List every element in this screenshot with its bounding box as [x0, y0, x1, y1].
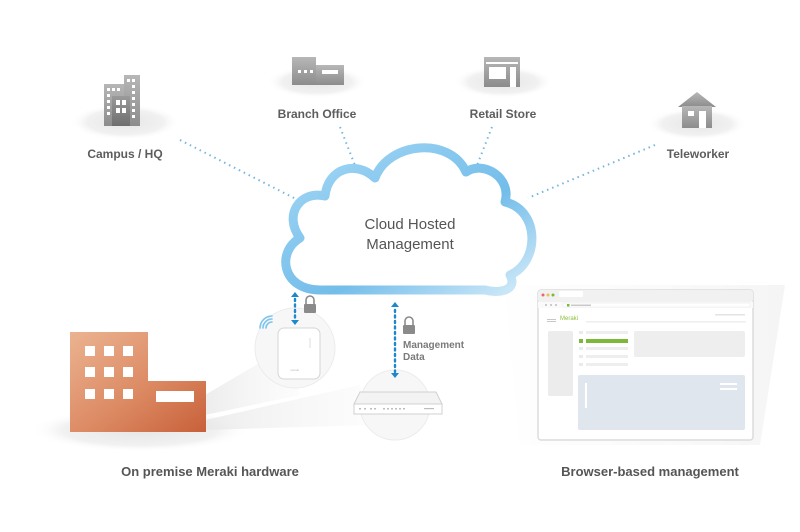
site-label-retail: Retail Store	[469, 107, 537, 121]
wifi-signal-icon	[259, 315, 273, 329]
browser-management-label: Browser-based management	[561, 464, 739, 479]
site-label-branch: Branch Office	[277, 107, 357, 121]
browser-tab	[559, 291, 583, 297]
link-teleworker	[527, 144, 656, 199]
on-premise-building-icon	[70, 332, 206, 432]
browser-window	[537, 289, 754, 441]
browser-app-name: Meraki	[560, 316, 579, 322]
browser-panel	[634, 331, 745, 357]
cloud-label: Cloud Hosted Management	[320, 215, 500, 255]
browser-selected-menu	[586, 339, 628, 343]
management-data-arrow	[391, 302, 399, 378]
cloud-label-line1: Cloud Hosted	[364, 216, 456, 233]
house-icon	[678, 92, 716, 128]
link-campus	[179, 139, 299, 201]
cloud-icon	[281, 143, 537, 296]
link-retail	[475, 126, 493, 169]
link-branch	[339, 126, 357, 169]
management-data-label: Management Data	[403, 340, 464, 364]
ap-data-arrow	[291, 292, 299, 325]
wireless-access-point: meraki	[277, 327, 321, 380]
storefront-icon	[484, 57, 520, 87]
beam-to-appliance	[205, 385, 370, 430]
browser-close-dot	[541, 293, 545, 297]
management-data-line1: Management	[403, 340, 465, 351]
cloud-label-line2: Management	[366, 236, 454, 253]
management-data-line2: Data	[403, 352, 425, 363]
dotted-links	[179, 126, 656, 201]
security-appliance	[353, 391, 443, 415]
office-towers-icon	[104, 75, 140, 126]
on-premise-label: On premise Meraki hardware	[121, 464, 299, 479]
site-label-teleworker: Teleworker	[666, 147, 730, 161]
browser-sidebar	[548, 331, 573, 396]
browser-address-bar	[562, 302, 751, 308]
browser-content-panel	[578, 375, 745, 430]
lock-icon	[403, 316, 415, 334]
branch-building-icon	[292, 57, 344, 85]
lock-icon	[304, 295, 316, 313]
svg-text:meraki: meraki	[290, 368, 299, 372]
site-label-campus: Campus / HQ	[87, 147, 163, 161]
